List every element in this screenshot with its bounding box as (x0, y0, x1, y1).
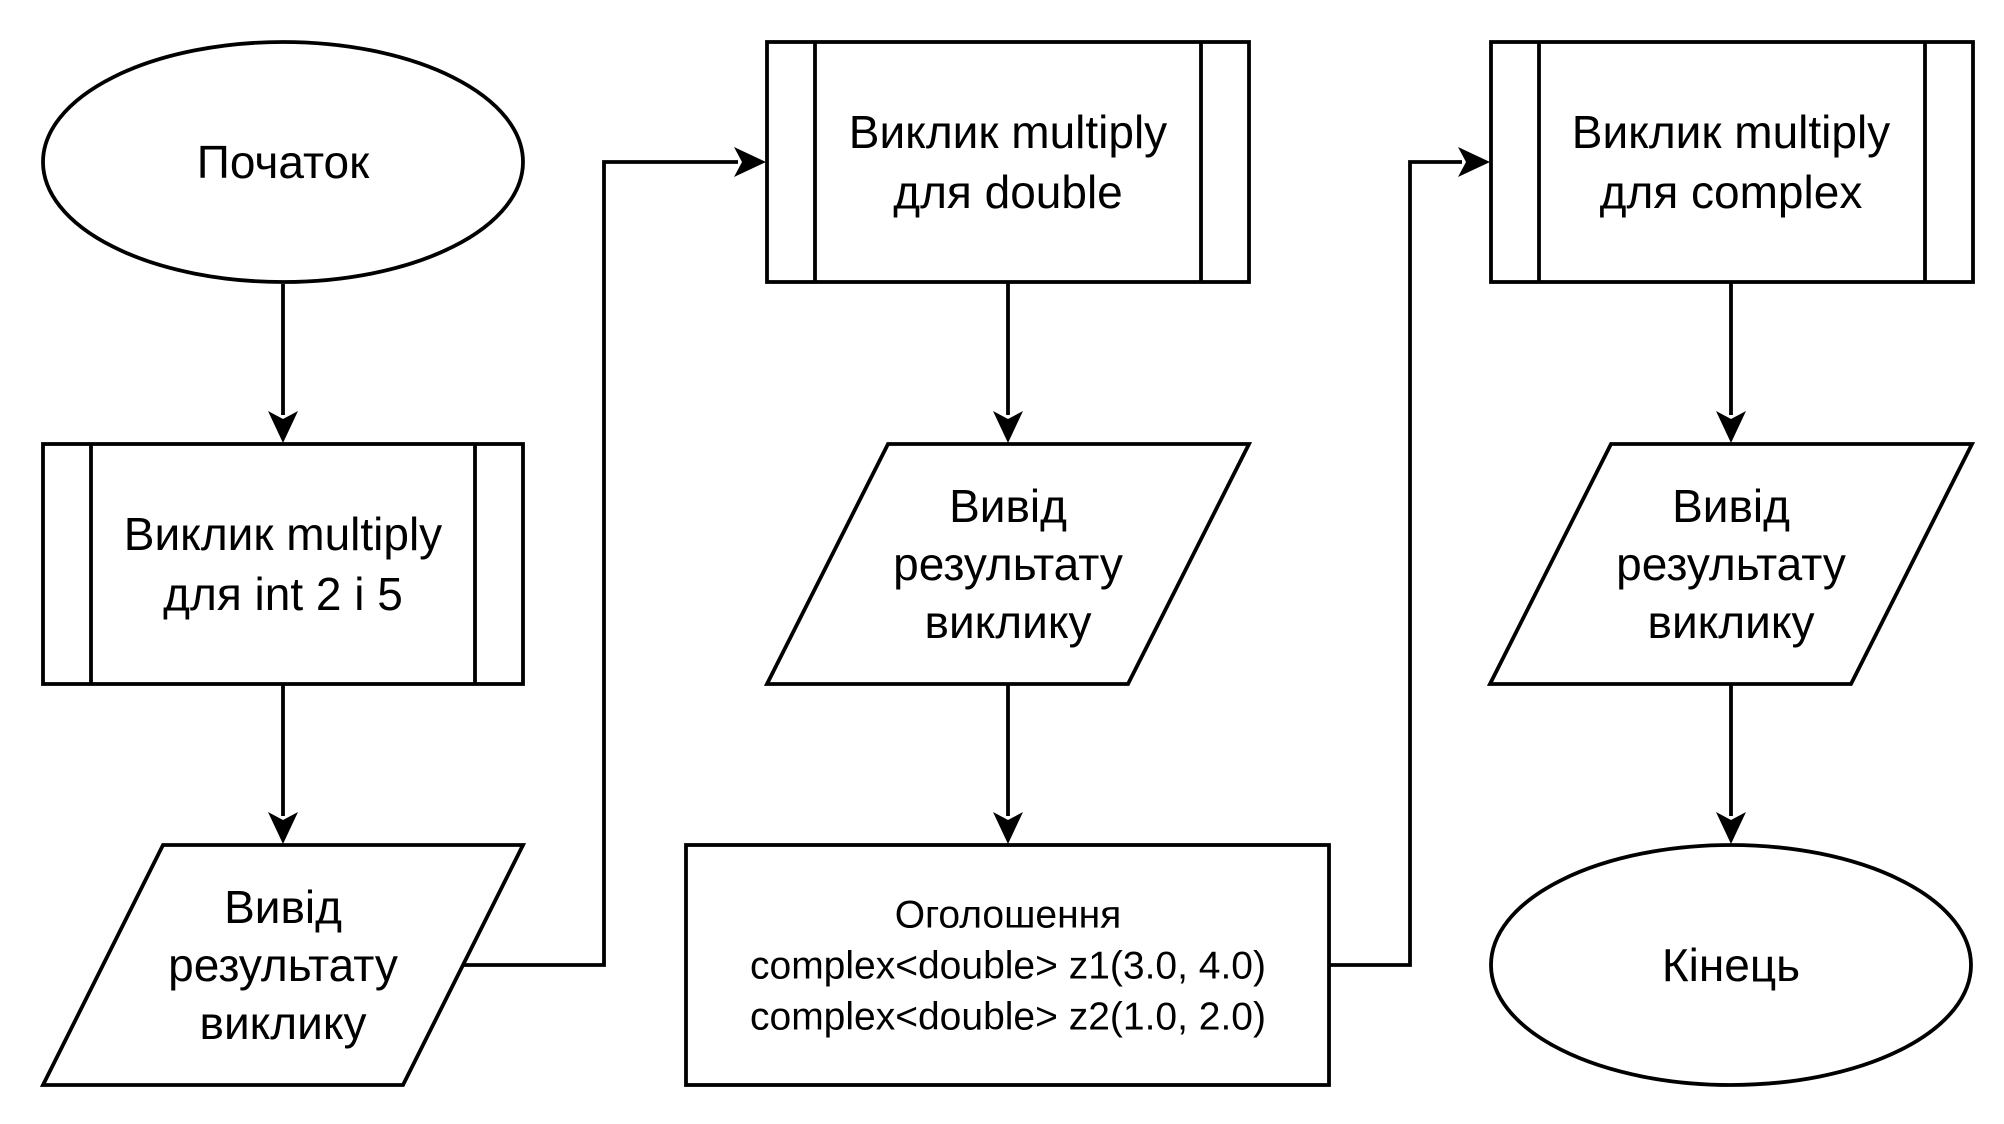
declare-complex-line-3: complex<double> z2(1.0, 2.0) (750, 996, 1266, 1039)
call-double-box (765, 40, 1251, 284)
output-int-parallelogram (39, 843, 527, 1087)
output-complex-line-1: Вивід (1672, 480, 1790, 532)
end-ellipse (1489, 843, 1973, 1087)
arrowhead-call-double (734, 147, 766, 177)
call-complex-node: Виклик multiply для complex (1489, 40, 1975, 284)
call-double-line-2: для double (893, 166, 1123, 218)
declare-complex-box (684, 843, 1331, 1087)
output-double-line-1: Вивід (949, 480, 1067, 532)
output-complex-parallelogram (1486, 442, 1976, 686)
output-int-line-2: результату (168, 939, 398, 991)
declare-complex-line-2: complex<double> z1(3.0, 4.0) (750, 945, 1266, 988)
declare-complex-node: Оголошення complex<double> z1(3.0, 4.0) … (684, 843, 1331, 1087)
output-complex-line-2: результату (1616, 538, 1846, 590)
arrowhead-end (1716, 812, 1746, 844)
call-int-box (41, 442, 525, 686)
call-int-node: Виклик multiply для int 2 і 5 (41, 442, 525, 686)
arrowhead-call-int (268, 411, 298, 443)
output-complex-line-3: виклику (1648, 596, 1815, 648)
arrowhead-output-complex (1716, 411, 1746, 443)
start-label: Початок (197, 136, 370, 188)
call-complex-line-2: для complex (1600, 166, 1863, 218)
output-int-node: Вивід результату виклику (39, 843, 527, 1087)
call-complex-box (1489, 40, 1975, 284)
end-label: Кінець (1662, 939, 1800, 991)
arrowhead-output-double (993, 411, 1023, 443)
arrowhead-declare-complex (993, 812, 1023, 844)
arrowhead-output-int (268, 812, 298, 844)
output-double-node: Вивід результату виклику (763, 442, 1253, 686)
output-double-line-2: результату (893, 538, 1123, 590)
connector-declare-to-call-complex (1330, 160, 1462, 967)
declare-complex-line-1: Оголошення (895, 894, 1122, 937)
call-complex-line-1: Виклик multiply (1572, 106, 1890, 158)
end-node: Кінець (1489, 843, 1973, 1087)
call-int-line-1: Виклик multiply (124, 508, 442, 560)
output-double-line-3: виклику (925, 596, 1092, 648)
arrowhead-call-complex (1458, 147, 1490, 177)
start-node: Початок (41, 40, 525, 284)
call-int-line-2: для int 2 і 5 (163, 568, 403, 620)
call-double-node: Виклик multiply для double (765, 40, 1251, 284)
connectors (268, 147, 1746, 967)
call-double-line-1: Виклик multiply (849, 106, 1167, 158)
output-complex-node: Вивід результату виклику (1486, 442, 1976, 686)
output-double-parallelogram (763, 442, 1253, 686)
output-int-line-3: виклику (200, 997, 367, 1049)
connector-output-int-to-call-double (464, 160, 738, 967)
output-int-line-1: Вивід (224, 881, 342, 933)
start-ellipse (41, 40, 525, 284)
